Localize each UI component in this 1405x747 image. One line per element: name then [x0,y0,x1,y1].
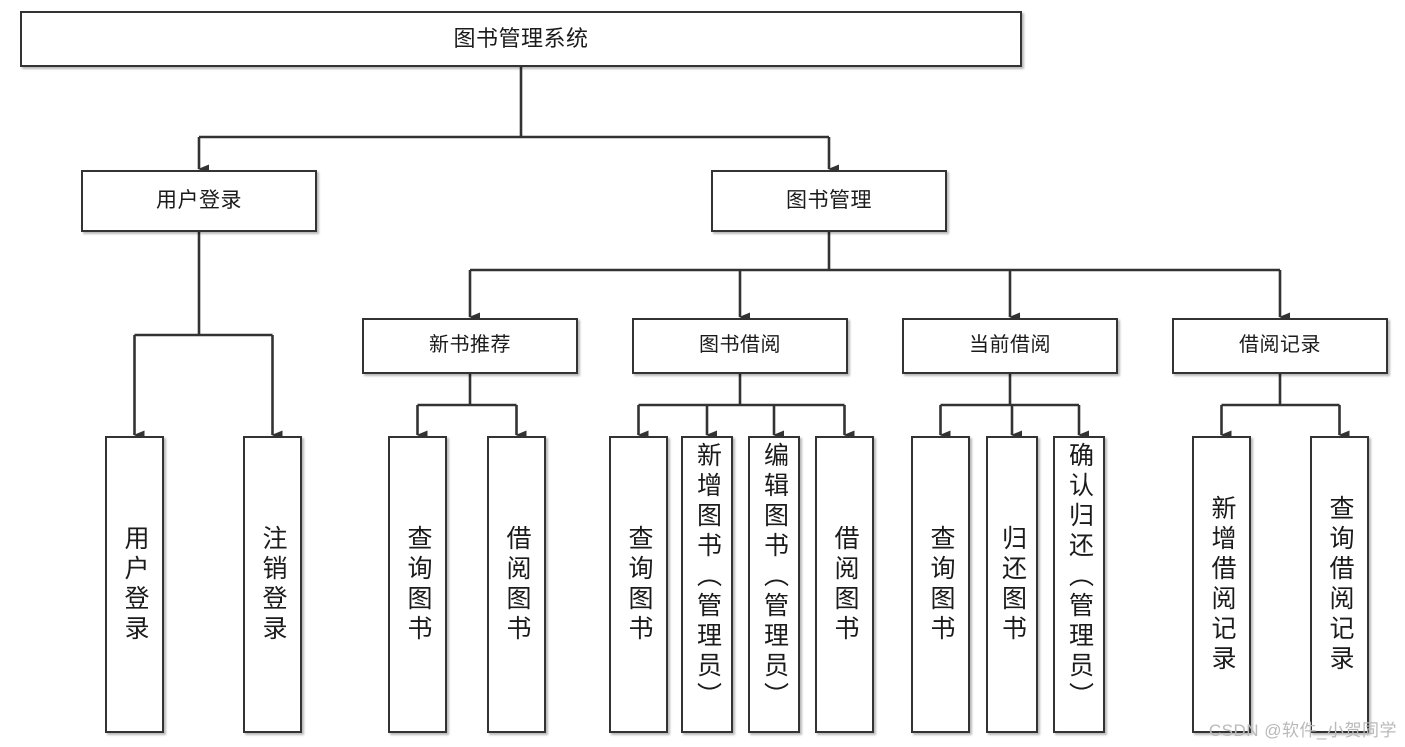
node-leaf7[interactable]: 编辑图书（管理员） [748,436,800,733]
node-leaf1[interactable]: 用户登录 [105,436,164,733]
node-label: 用户登录 [156,188,242,212]
node-label: 查询借阅记录 [1326,494,1354,675]
node-label: 图书管理系统 [453,26,589,52]
node-l2a[interactable]: 用户登录 [81,170,317,232]
node-leaf9[interactable]: 查询图书 [911,436,970,733]
node-l3c[interactable]: 当前借阅 [902,318,1118,374]
node-leaf3[interactable]: 查询图书 [388,436,447,733]
node-label: 注销登录 [259,524,287,645]
node-leaf13[interactable]: 查询借阅记录 [1310,436,1369,733]
node-label: 查询图书 [404,524,432,645]
node-label: 借阅记录 [1239,334,1321,357]
node-label: 借阅图书 [831,524,859,645]
node-leaf4[interactable]: 借阅图书 [487,436,546,733]
node-label: 新增图书（管理员） [693,442,722,712]
node-label: 图书借阅 [699,334,781,357]
node-leaf8[interactable]: 借阅图书 [815,436,874,733]
node-l2b[interactable]: 图书管理 [711,170,947,232]
node-label: 查询图书 [927,524,955,645]
node-leaf2[interactable]: 注销登录 [243,436,302,733]
node-label: 确认归还（管理员） [1065,442,1094,712]
node-label: 编辑图书（管理员） [760,442,789,712]
node-label: 归还图书 [998,524,1027,645]
node-label: 当前借阅 [969,334,1051,357]
node-l3b[interactable]: 图书借阅 [632,318,848,374]
node-leaf12[interactable]: 新增借阅记录 [1192,436,1251,733]
csdn-watermark: CSDN @软件_小贺同学 [1208,721,1397,740]
node-label: 查询图书 [625,524,653,645]
node-leaf11[interactable]: 确认归还（管理员） [1053,436,1105,733]
node-leaf6[interactable]: 新增图书（管理员） [681,436,733,733]
node-leaf5[interactable]: 查询图书 [609,436,668,733]
node-label: 用户登录 [121,524,149,645]
node-leaf10[interactable]: 归还图书 [986,436,1038,733]
node-label: 图书管理 [786,188,872,212]
node-root[interactable]: 图书管理系统 [20,11,1022,67]
node-l3a[interactable]: 新书推荐 [362,318,578,374]
node-label: 新书推荐 [429,334,511,357]
node-label: 新增借阅记录 [1208,494,1236,675]
node-l3d[interactable]: 借阅记录 [1172,318,1388,374]
node-label: 借阅图书 [503,524,531,645]
